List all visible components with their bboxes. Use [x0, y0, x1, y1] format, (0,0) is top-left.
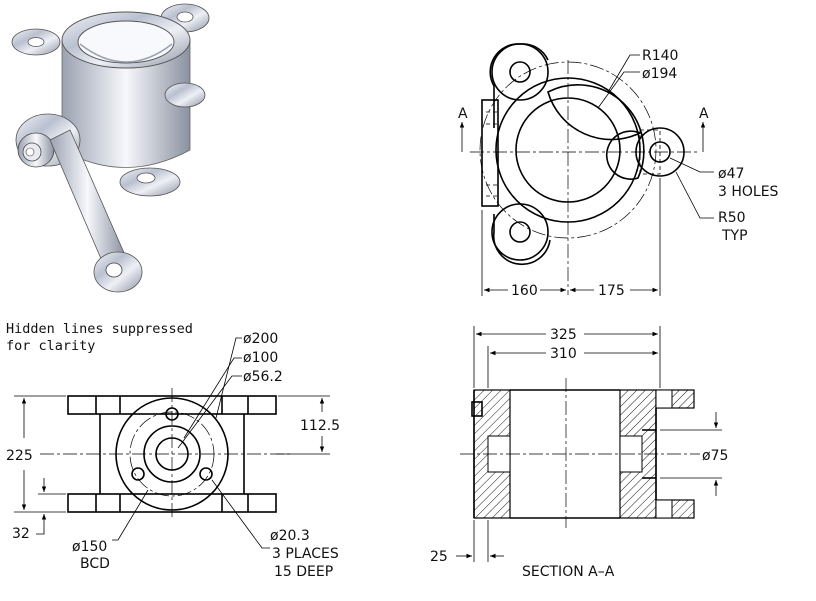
bcd-dia-label: ø150	[72, 539, 107, 555]
bcd-label: BCD	[80, 556, 110, 572]
section-view: 325 310 ø75 25 SECT	[430, 326, 728, 580]
dim-175: 175	[598, 283, 625, 299]
dim-310: 310	[550, 346, 577, 362]
dia194-label: ø194	[642, 66, 677, 82]
section-mark-left: A	[458, 106, 468, 122]
hidden-lines-note-1: Hidden lines suppressed	[6, 321, 193, 337]
dim-25: 25	[430, 549, 448, 565]
dia200-label: ø200	[243, 331, 278, 347]
dia56-label: ø56.2	[243, 369, 283, 385]
hole-places-label: 3 PLACES	[272, 546, 339, 562]
hidden-lines-note-2: for clarity	[6, 338, 95, 354]
front-view: Hidden lines suppressed for clarity ø200…	[6, 321, 340, 580]
r50-label: R50	[718, 210, 746, 226]
dim-160: 160	[511, 283, 538, 299]
top-view: A A R140 ø194 ø47 3 HOLES R50 TYP 160 17…	[458, 43, 779, 299]
section-mark-right: A	[699, 106, 709, 122]
dim-225: 225	[6, 448, 33, 464]
holes-count-label: 3 HOLES	[718, 184, 779, 200]
hole-dia-label: ø20.3	[270, 528, 310, 544]
hole-depth-label: 15 DEEP	[274, 564, 333, 580]
section-title: SECTION A–A	[522, 564, 615, 580]
dim-325: 325	[550, 327, 577, 343]
isometric-model	[11, 3, 210, 293]
dia100-label: ø100	[243, 350, 278, 366]
dia47-label: ø47	[718, 166, 744, 182]
dia75-label: ø75	[702, 448, 728, 464]
dim-32: 32	[12, 526, 30, 542]
typ-label: TYP	[721, 228, 748, 244]
r140-label: R140	[642, 48, 678, 64]
dim-112-5: 112.5	[300, 418, 340, 434]
